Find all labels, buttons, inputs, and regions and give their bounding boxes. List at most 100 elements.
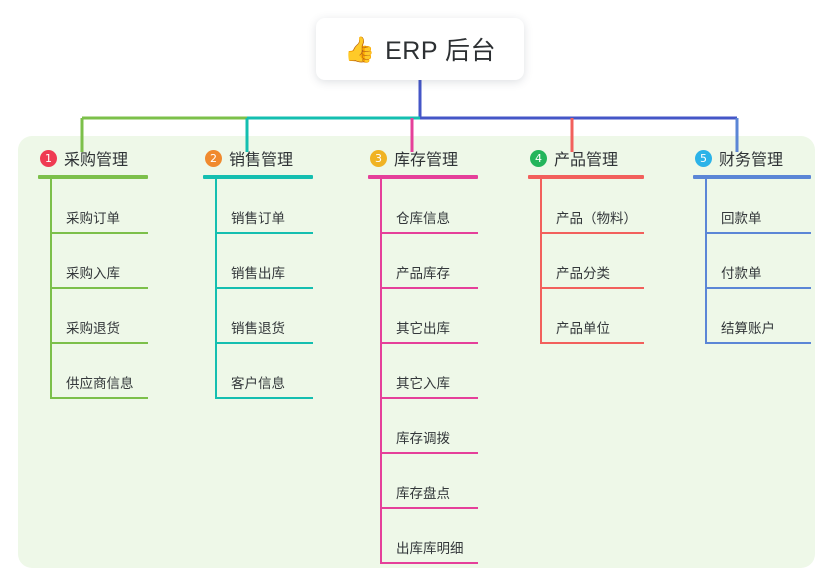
leaf-item[interactable]: 产品分类 [540, 234, 644, 289]
leaf-item-label: 供应商信息 [66, 376, 134, 391]
column-underline [693, 175, 811, 179]
leaf-item[interactable]: 采购入库 [50, 234, 148, 289]
leaf-item-underline [380, 562, 478, 564]
leaf-item-label: 回款单 [721, 211, 762, 226]
leaf-item-underline [50, 287, 148, 289]
leaf-item-label: 产品（物料） [556, 211, 637, 226]
leaf-item-label: 仓库信息 [396, 211, 450, 226]
column-underline [38, 175, 148, 179]
leaf-item-label: 付款单 [721, 266, 762, 281]
column-采购管理: 1 采购管理采购订单采购入库采购退货供应商信息 [38, 146, 148, 399]
column-title: 采购管理 [64, 152, 129, 169]
leaf-item[interactable]: 仓库信息 [380, 179, 478, 234]
column-title: 销售管理 [229, 152, 294, 169]
leaf-item-label: 采购退货 [66, 321, 120, 336]
leaf-item[interactable]: 库存盘点 [380, 454, 478, 509]
leaf-item-label: 库存调拨 [396, 431, 450, 446]
leaf-item-label: 出库库明细 [396, 541, 464, 556]
column-财务管理: 5 财务管理回款单付款单结算账户 [693, 146, 811, 344]
leaf-item-underline [50, 342, 148, 344]
column-header[interactable]: 4 产品管理 [528, 146, 644, 170]
column-库存管理: 3 库存管理仓库信息产品库存其它出库其它入库库存调拨库存盘点出库库明细 [368, 146, 478, 564]
leaf-item-underline [50, 397, 148, 399]
diagram-panel [18, 136, 815, 568]
column-title: 产品管理 [554, 152, 619, 169]
leaf-item[interactable]: 其它出库 [380, 289, 478, 344]
column-underline [203, 175, 313, 179]
leaf-item[interactable]: 库存调拨 [380, 399, 478, 454]
leaf-item[interactable]: 产品（物料） [540, 179, 644, 234]
leaf-item[interactable]: 销售订单 [215, 179, 313, 234]
leaf-item-label: 产品分类 [556, 266, 610, 281]
leaf-item-label: 销售退货 [231, 321, 285, 336]
leaf-item-underline [705, 232, 811, 234]
leaf-item-label: 采购入库 [66, 266, 120, 281]
leaf-item[interactable]: 采购退货 [50, 289, 148, 344]
leaf-item-underline [380, 287, 478, 289]
leaf-item[interactable]: 产品单位 [540, 289, 644, 344]
column-index-badge: 5 [695, 149, 712, 167]
column-index-badge: 4 [530, 149, 547, 167]
column-underline [528, 175, 644, 179]
column-index-badge: 2 [205, 149, 222, 167]
leaf-item-label: 库存盘点 [396, 486, 450, 501]
root-node-title: ERP 后台 [385, 37, 497, 65]
column-spine [215, 179, 217, 399]
leaf-item[interactable]: 采购订单 [50, 179, 148, 234]
column-header[interactable]: 3 库存管理 [368, 146, 478, 170]
leaf-item[interactable]: 供应商信息 [50, 344, 148, 399]
leaf-item-underline [215, 232, 313, 234]
leaf-item-label: 采购订单 [66, 211, 120, 226]
leaf-item[interactable]: 出库库明细 [380, 509, 478, 564]
leaf-item[interactable]: 销售退货 [215, 289, 313, 344]
column-title: 财务管理 [719, 152, 784, 169]
column-items: 仓库信息产品库存其它出库其它入库库存调拨库存盘点出库库明细 [368, 179, 478, 564]
leaf-item-label: 产品库存 [396, 266, 450, 281]
leaf-item-underline [215, 342, 313, 344]
leaf-item[interactable]: 回款单 [705, 179, 811, 234]
leaf-item-underline [540, 232, 644, 234]
column-items: 产品（物料） 产品分类产品单位 [528, 179, 644, 344]
leaf-item-label: 其它出库 [396, 321, 450, 336]
root-node-card[interactable]: 👍 ERP 后台 [316, 18, 524, 80]
column-underline [368, 175, 478, 179]
leaf-item-underline [215, 287, 313, 289]
column-header[interactable]: 2 销售管理 [203, 146, 313, 170]
column-index-badge: 1 [40, 149, 57, 167]
leaf-item[interactable]: 其它入库 [380, 344, 478, 399]
column-header[interactable]: 5 财务管理 [693, 146, 811, 170]
leaf-item-underline [705, 342, 811, 344]
column-items: 采购订单采购入库采购退货供应商信息 [38, 179, 148, 399]
leaf-item-label: 客户信息 [231, 376, 285, 391]
leaf-item-underline [380, 397, 478, 399]
leaf-item-label: 其它入库 [396, 376, 450, 391]
leaf-item[interactable]: 客户信息 [215, 344, 313, 399]
leaf-item-underline [380, 452, 478, 454]
leaf-item-label: 结算账户 [721, 321, 775, 336]
leaf-item-label: 销售出库 [231, 266, 285, 281]
leaf-item-underline [380, 507, 478, 509]
leaf-item-underline [540, 342, 644, 344]
column-items: 销售订单销售出库销售退货客户信息 [203, 179, 313, 399]
column-spine [50, 179, 52, 399]
leaf-item[interactable]: 结算账户 [705, 289, 811, 344]
leaf-item-label: 产品单位 [556, 321, 610, 336]
leaf-item-underline [215, 397, 313, 399]
column-items: 回款单付款单结算账户 [693, 179, 811, 344]
column-spine [705, 179, 707, 344]
leaf-item[interactable]: 付款单 [705, 234, 811, 289]
leaf-item[interactable]: 产品库存 [380, 234, 478, 289]
leaf-item-underline [50, 232, 148, 234]
leaf-item-underline [705, 287, 811, 289]
column-销售管理: 2 销售管理销售订单销售出库销售退货客户信息 [203, 146, 313, 399]
leaf-item-underline [380, 342, 478, 344]
column-spine [540, 179, 542, 344]
column-title: 库存管理 [394, 152, 459, 169]
column-header[interactable]: 1 采购管理 [38, 146, 148, 170]
column-spine [380, 179, 382, 564]
column-index-badge: 3 [370, 149, 387, 167]
leaf-item-label: 销售订单 [231, 211, 285, 226]
leaf-item[interactable]: 销售出库 [215, 234, 313, 289]
